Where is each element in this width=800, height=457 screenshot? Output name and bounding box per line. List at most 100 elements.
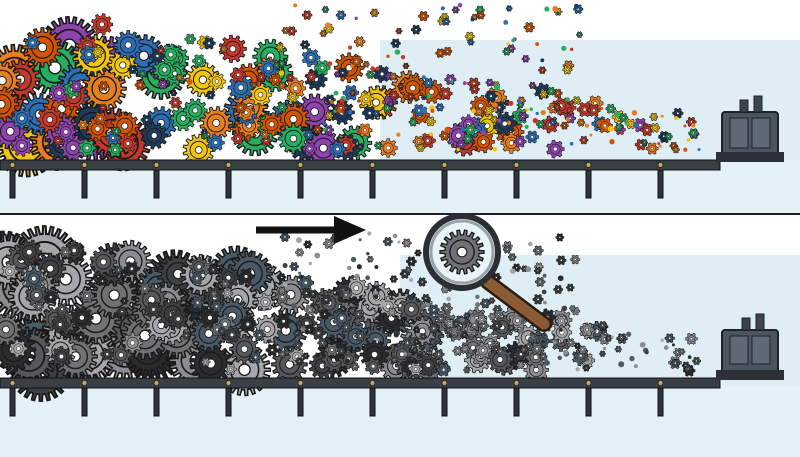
gear-icon [350,274,355,279]
gear-icon [500,351,506,356]
gear-icon [460,344,470,354]
gear-icon [475,294,480,300]
gear-icon [157,79,169,90]
gear-icon [311,326,326,341]
gear-icon [201,357,211,367]
gear-icon [400,305,404,310]
gear-icon [314,60,331,76]
gear-icon [239,315,257,334]
gear-icon [474,341,492,360]
gear-icon [687,369,693,375]
gear-icon [303,129,314,140]
gear-icon [599,350,606,357]
gear-icon [660,114,664,118]
gear-icon [641,139,648,146]
gear-icon [631,110,638,116]
gear-icon [70,306,94,330]
gear-icon [461,127,466,132]
gear-icon [362,105,378,121]
gear-icon [391,356,398,364]
gear-icon [518,328,524,334]
gear-icon [349,303,354,307]
gear-icon [542,273,547,278]
gear-icon [541,289,547,295]
gear-icon [206,133,225,152]
gear-icon [445,310,451,316]
gear-icon [462,81,467,86]
top-conveyor-belt [0,159,721,199]
gear-icon [660,338,664,342]
gear-icon [383,236,393,247]
gear-icon [530,342,544,356]
gear-icon [312,125,322,134]
gear-icon [308,261,313,266]
gear-icon [298,274,304,280]
gear-icon [649,112,659,122]
gear-icon [357,123,373,138]
gear-icon [127,64,138,75]
gear-icon [298,271,302,275]
gear-icon [555,315,568,327]
gear-icon [544,360,550,366]
gear-icon [561,45,567,51]
gear-icon [339,98,345,104]
gear-icon [644,349,649,355]
gear-icon [320,294,332,305]
gear-icon [448,334,453,338]
gear-icon [585,357,589,362]
gear-icon [421,75,426,80]
gear-icon [184,33,196,45]
gear-icon [507,324,516,332]
gear-icon [51,315,70,334]
gear-icon [107,142,123,158]
gear-icon [534,266,542,275]
gear-icon [344,358,350,364]
gear-icon [463,366,471,374]
gear-icon [435,103,445,112]
gear-icon [230,67,247,83]
gear-icon [295,100,300,105]
gear-icon [293,3,298,8]
gear-icon [348,45,353,50]
gear-icon [496,118,502,123]
gear-icon [692,356,701,366]
gear-icon [302,141,317,156]
gear-icon [525,266,532,273]
gear-icon [185,62,221,98]
gear-icon [412,338,421,346]
gear-icon [366,255,374,263]
gear-icon [25,35,40,50]
gear-icon [140,114,153,126]
gear-icon [506,120,512,125]
gear-icon [201,132,209,140]
gear-icon [492,146,498,152]
gear-icon [508,253,517,262]
gear-icon [538,66,547,75]
gear-icon [145,301,162,318]
gear-icon [582,364,590,372]
gear-icon [459,317,465,323]
gear-icon [375,338,379,342]
top-machine-icon [716,95,784,162]
gear-icon [260,130,270,140]
gear-icon [528,81,537,90]
gear-icon [249,83,273,107]
gear-icon [426,93,432,99]
gear-icon [199,106,234,140]
gear-icon [412,326,421,334]
gear-icon [192,54,206,68]
gear-icon [429,132,434,137]
top-gear-pile [0,2,701,178]
gear-icon [253,329,266,342]
gear-icon [649,122,661,133]
gear-icon [604,126,608,130]
gear-icon [286,26,297,36]
gear-icon [620,131,624,135]
gear-icon [404,266,413,274]
gear-icon [402,62,410,70]
gear-icon [614,111,621,118]
gear-icon [544,6,550,12]
gear-icon [484,90,498,103]
gear-icon [69,80,83,93]
gear-icon [347,265,352,271]
